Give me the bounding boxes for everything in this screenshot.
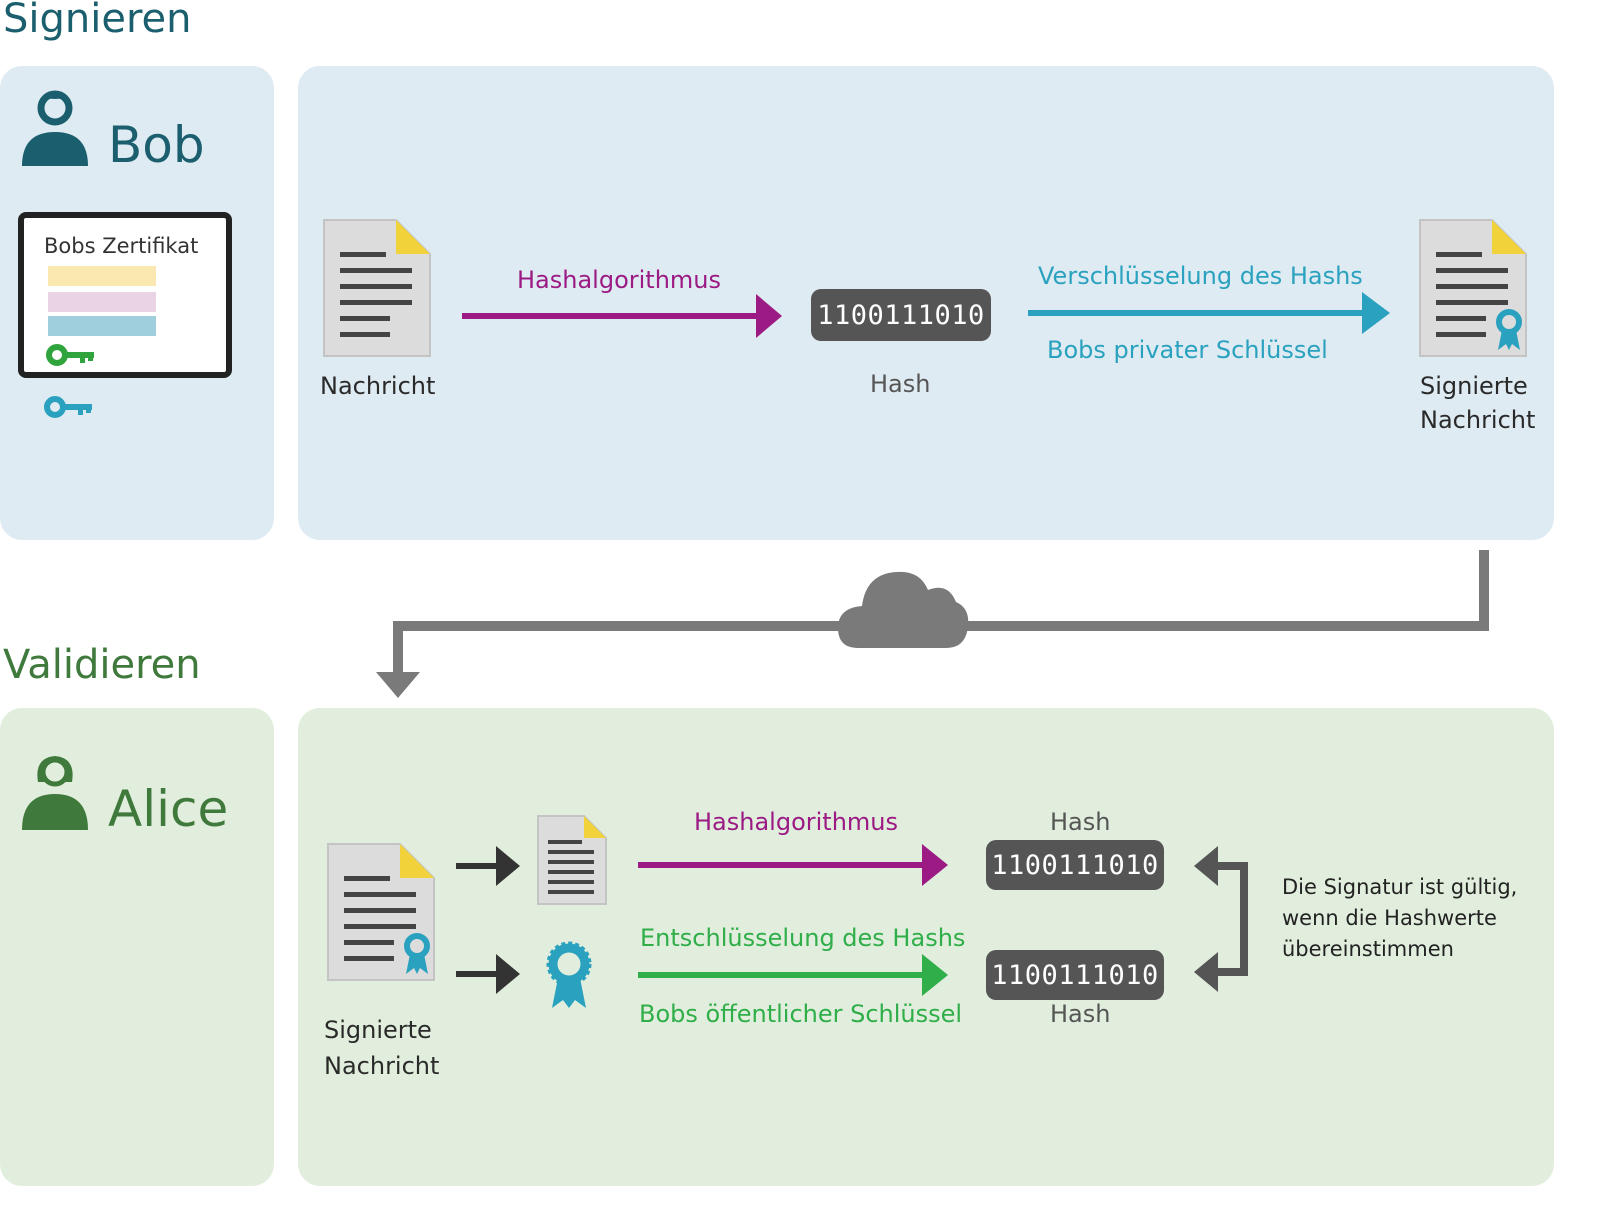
validation-section-title: Validieren — [3, 642, 201, 688]
document-icon — [537, 815, 607, 905]
hash-bottom-label: Hash — [1050, 1000, 1111, 1028]
signed-message-label-line2: Nachricht — [1420, 406, 1536, 434]
validity-line2: wenn die Hashwerte — [1282, 906, 1497, 930]
validity-line1: Die Signatur ist gültig, — [1282, 875, 1518, 899]
hash-value-box: 1100111010 — [811, 289, 991, 341]
user-icon-bob — [22, 90, 88, 166]
alice-panel — [0, 708, 274, 1186]
validation-hash-algorithm-label: Hashalgorithmus — [694, 808, 899, 836]
comparison-bracket — [1194, 846, 1248, 992]
validation-process-panel — [298, 708, 1554, 1186]
message-label: Nachricht — [320, 372, 436, 400]
encrypt-arrow — [1028, 292, 1390, 334]
cert-bar-blue — [48, 316, 156, 336]
cert-bar-yellow — [48, 266, 156, 286]
hash-bottom-box: 1100111010 — [986, 950, 1164, 1000]
split-arrow-bottom — [456, 954, 520, 994]
validity-text: Die Signatur ist gültig, wenn die Hashwe… — [1282, 872, 1517, 965]
hash-algorithm-arrow — [462, 294, 782, 338]
seal-icon — [546, 941, 592, 1008]
key-icon — [44, 396, 92, 418]
validation-signed-message-line2: Nachricht — [324, 1052, 440, 1080]
split-arrow-top — [456, 846, 520, 886]
cloud-icon — [838, 571, 969, 648]
bob-name: Bob — [108, 116, 205, 174]
validity-line3: übereinstimmen — [1282, 937, 1454, 961]
validation-hash-arrow — [638, 844, 948, 886]
signed-message-label-line1: Signierte — [1420, 372, 1528, 400]
private-key-label: Bobs privater Schlüssel — [1047, 336, 1328, 364]
hash-algorithm-label: Hashalgorithmus — [517, 266, 722, 294]
certificate-title: Bobs Zertifikat — [44, 234, 199, 258]
signed-document-icon — [1419, 219, 1527, 357]
document-icon — [323, 219, 431, 357]
hash-label: Hash — [870, 370, 931, 398]
encrypt-label: Verschlüsselung des Hashs — [1038, 262, 1363, 290]
signing-section-title: Signieren — [3, 0, 192, 42]
key-icon — [46, 344, 94, 366]
signed-document-icon — [327, 843, 435, 981]
validation-signed-message-line1: Signierte — [324, 1016, 432, 1044]
public-key-label: Bobs öffentlicher Schlüssel — [639, 1000, 963, 1028]
alice-name: Alice — [108, 780, 229, 838]
user-icon-alice — [22, 756, 88, 830]
decrypt-arrow — [638, 954, 948, 996]
hash-top-box: 1100111010 — [986, 840, 1164, 890]
cert-bar-pink — [48, 292, 156, 312]
hash-top-label: Hash — [1050, 808, 1111, 836]
bob-certificate: Bobs Zertifikat — [18, 212, 232, 378]
decrypt-label: Entschlüsselung des Hashs — [640, 924, 966, 952]
